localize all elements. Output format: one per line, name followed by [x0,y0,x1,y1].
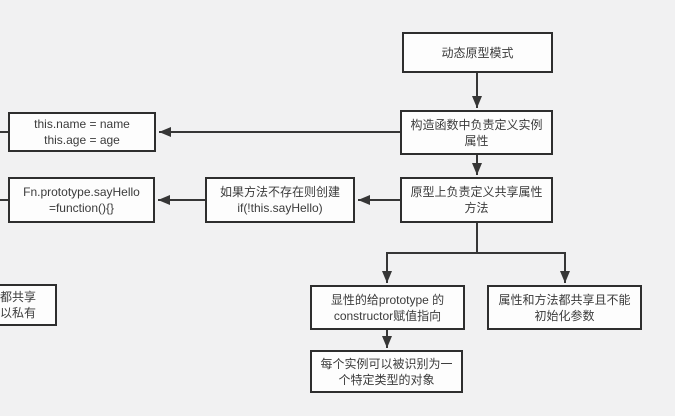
node-label-line2: 方法 [464,201,489,215]
node-instance-prop-assignments: this.name = name this.age = age [8,112,156,152]
node-label-line2: 初始化参数 [534,308,595,323]
node-label-line1: 构造函数中负责定义实例 [410,117,543,132]
node-label-line2: =function(){} [48,201,115,215]
node-prototype-method-definition: Fn.prototype.sayHello =function(){} [8,177,155,223]
node-constructor-defines-instance-props: 构造函数中负责定义实例 属性 [400,110,553,155]
node-label-line1: 都共享 [0,290,37,304]
node-label-line1: 如果方法不存在则创建 [219,185,340,199]
node-create-if-method-missing: 如果方法不存在则创建 if(!this.sayHello) [205,177,355,223]
node-instance-identifiable-type: 每个实例可以被识别为一 个特定类型的对象 [310,350,463,393]
node-label-line1: 显性的给prototype 的 [330,292,445,307]
node-label: 动态原型模式 [441,45,514,60]
node-label-line2: constructor赋值指向 [333,308,442,323]
node-dynamic-prototype-pattern: 动态原型模式 [402,32,553,73]
node-label-line2: 以私有 [0,306,37,320]
node-label-line2: 个特定类型的对象 [338,372,435,387]
node-shared-cannot-init-params: 属性和方法都共享且不能 初始化参数 [487,285,642,330]
node-label-line2: if(!this.sayHello) [237,201,323,215]
node-label-line1: this.name = name [34,117,130,131]
node-prototype-defines-shared: 原型上负责定义共享属性 方法 [400,177,553,223]
node-label-line1: Fn.prototype.sayHello [23,185,140,199]
node-label-line1: 属性和方法都共享且不能 [498,292,631,307]
node-clipped-shared-private: 都共享 以私有 [0,284,57,326]
node-label-line1: 每个实例可以被识别为一 [320,356,453,371]
node-label-line1: 原型上负责定义共享属性 [410,185,543,199]
node-label-line2: this.age = age [44,133,120,147]
node-label-line2: 属性 [464,133,489,148]
node-explicit-constructor-assignment: 显性的给prototype 的 constructor赋值指向 [310,285,465,330]
